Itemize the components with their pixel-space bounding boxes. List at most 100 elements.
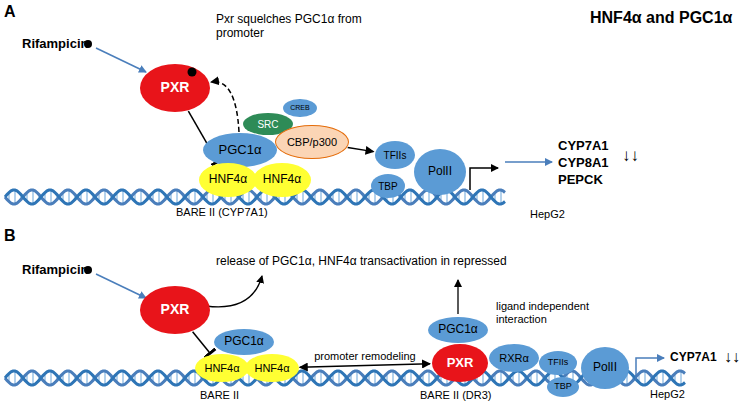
annotation-text: Pxr squelches PGC1α from promoter (216, 12, 376, 41)
diagram-title: HNF4α and PGC1α (590, 8, 732, 27)
protein-name: HNF4α (263, 173, 301, 186)
annotation-text: HepG2 (530, 208, 565, 221)
expression-arrow (505, 161, 552, 163)
ligand-dot (84, 266, 92, 274)
dna-rung (374, 371, 376, 385)
dna-rung (410, 190, 412, 204)
protein-name: TFIIs (384, 150, 407, 161)
protein-oval: PGC1α (214, 329, 274, 355)
connector (348, 148, 374, 152)
dna-rung (662, 371, 664, 385)
protein-oval: PolII (414, 149, 466, 195)
protein-name: PGC1α (438, 323, 478, 336)
annotation-text: PEPCK (558, 172, 603, 188)
ligand-dot (84, 40, 92, 48)
protein-oval: HNF4α (245, 354, 299, 382)
rifampicin-arrow (96, 274, 146, 298)
annotation-text: ↓↓ (622, 146, 639, 166)
dna-rung (536, 371, 538, 385)
connector (300, 364, 430, 367)
protein-name: TFIIs (548, 358, 569, 368)
protein-oval: PXR (432, 344, 488, 382)
dna-helix (5, 190, 685, 385)
protein-oval: TBP (371, 174, 405, 198)
annotation-text: BARE II (200, 389, 239, 402)
transcription-arrow (636, 358, 664, 380)
protein-name: PGC1α (224, 335, 264, 348)
protein-oval: PGC1α (428, 317, 488, 343)
dna-rung (50, 190, 52, 204)
dna-rung (176, 190, 178, 204)
dna-rung (356, 371, 358, 385)
dna-rung (194, 371, 196, 385)
protein-oval: PolII (581, 347, 629, 389)
dna-rung (158, 371, 160, 385)
annotation-text: CYP7A1 (670, 350, 717, 364)
protein-name: TBP (378, 181, 397, 192)
dna-rung (86, 371, 88, 385)
annotation-text: ↓↓ (724, 347, 740, 366)
dna-rung (518, 371, 520, 385)
protein-oval: HNF4α (253, 163, 311, 197)
protein-oval: HNF4α (199, 163, 257, 197)
protein-name: TBP (554, 382, 572, 392)
connector-label: promoter remodeling (312, 350, 418, 362)
dna-rung (356, 190, 358, 204)
annotation-text: BARE II (DR3) (420, 389, 492, 402)
annotation-text: B (4, 226, 16, 245)
protein-oval: HNF4α (195, 354, 249, 382)
dna-rung (122, 190, 124, 204)
protein-oval: TBP (547, 377, 579, 397)
dna-rung (410, 371, 412, 385)
protein-oval: PXR (140, 64, 210, 112)
dna-rung (122, 371, 124, 385)
protein-name: PolII (593, 361, 617, 374)
dna-rung (680, 371, 682, 385)
protein-oval: CREB (283, 99, 316, 117)
dna-rung (320, 190, 322, 204)
dna-rung (248, 190, 250, 204)
protein-name: PXR (161, 80, 190, 95)
annotation-text: HepG2 (650, 388, 685, 401)
dna-rung (464, 190, 466, 204)
protein-name: PXR (447, 356, 474, 370)
dna-rung (104, 190, 106, 204)
protein-name: SRC (257, 119, 278, 130)
dna-rung (68, 371, 70, 385)
annotation-text: Rifampicin (22, 262, 88, 278)
dna-rung (86, 190, 88, 204)
dna-rung (302, 190, 304, 204)
connector (211, 82, 239, 132)
dna-rung (140, 371, 142, 385)
dna-rung (50, 371, 52, 385)
protein-name: PolII (428, 165, 452, 178)
dna-rung (428, 371, 430, 385)
annotation-text: CYP8A1 (558, 155, 609, 171)
annotation-text: Rifampicin (22, 36, 88, 52)
dna-rung (14, 371, 16, 385)
dna-rung (500, 190, 502, 204)
connector (193, 332, 211, 354)
dna-rung (482, 190, 484, 204)
protein-name: HNF4α (204, 362, 239, 374)
protein-name: PGC1α (219, 143, 262, 157)
transcription-arrow (470, 168, 498, 190)
dna-rung (644, 371, 646, 385)
protein-oval: RXRα (489, 344, 539, 372)
dna-rung (32, 190, 34, 204)
dna-rung (500, 371, 502, 385)
dna-rung (338, 371, 340, 385)
protein-name: CREB (290, 104, 309, 112)
dna-rung (392, 371, 394, 385)
dna-rung (14, 190, 16, 204)
protein-oval: TFIIs (539, 351, 577, 375)
protein-oval: PXR (140, 286, 210, 334)
protein-name: RXRα (499, 352, 529, 364)
ligand-dot (188, 68, 197, 77)
protein-name: HNF4α (209, 173, 247, 186)
dna-rung (158, 190, 160, 204)
